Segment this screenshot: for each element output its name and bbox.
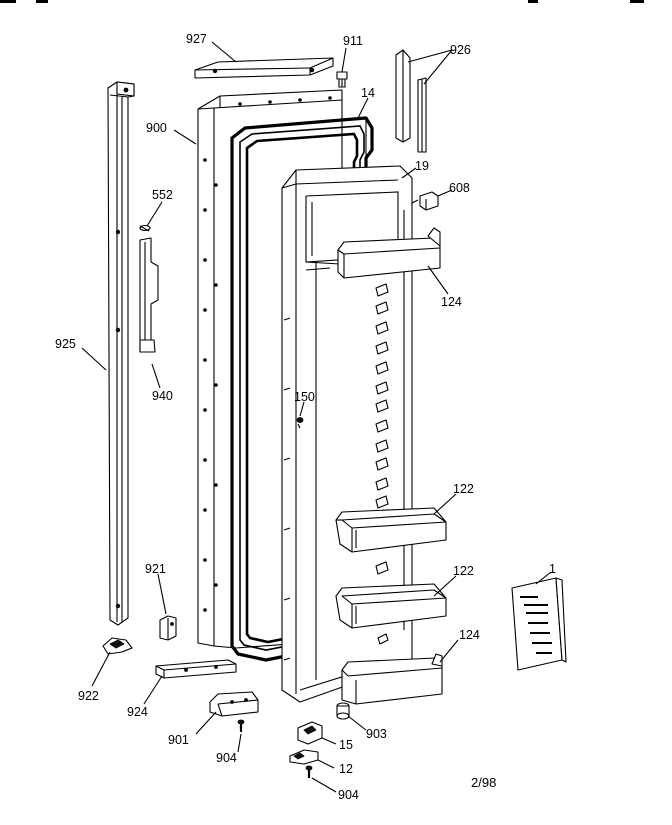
screw-part-552 bbox=[139, 224, 151, 232]
callout-921: 921 bbox=[145, 562, 166, 576]
hinge-part-15 bbox=[297, 721, 323, 745]
hinge-cover-part-901 bbox=[209, 691, 259, 717]
screw-part-904-lower bbox=[305, 765, 313, 778]
callout-904-upper: 904 bbox=[216, 751, 237, 765]
door-strip-part bbox=[395, 49, 427, 153]
hinge-bracket-part-921 bbox=[159, 615, 177, 641]
handle-rail-part bbox=[107, 81, 135, 626]
callout-927: 927 bbox=[186, 32, 207, 46]
switch-part-608 bbox=[411, 191, 439, 211]
handle-bracket-part bbox=[139, 237, 159, 353]
lower-door-shelf-part bbox=[335, 583, 447, 629]
callout-608: 608 bbox=[449, 181, 470, 195]
scan-marks bbox=[0, 0, 644, 3]
callout-901: 901 bbox=[168, 733, 189, 747]
callout-labels: 927 911 926 900 14 19 608 552 124 925 94… bbox=[55, 32, 556, 802]
leader-lines bbox=[81, 41, 552, 793]
callout-903: 903 bbox=[366, 727, 387, 741]
shelf-clips bbox=[375, 283, 389, 645]
callout-150: 150 bbox=[294, 390, 315, 404]
callout-926: 926 bbox=[450, 43, 471, 57]
callout-122-lower: 122 bbox=[453, 564, 474, 578]
lower-door-bin-part bbox=[341, 653, 443, 705]
callout-12: 12 bbox=[339, 762, 353, 776]
screw-part-911 bbox=[336, 71, 348, 88]
callout-15: 15 bbox=[339, 738, 353, 752]
callout-904-lower: 904 bbox=[338, 788, 359, 802]
instruction-booklet-part bbox=[511, 577, 567, 671]
callout-124-upper: 124 bbox=[441, 295, 462, 309]
date-code: 2/98 bbox=[471, 775, 496, 790]
door-liner-part bbox=[281, 165, 413, 703]
upper-door-shelf-part bbox=[335, 507, 447, 553]
end-cap-part-922 bbox=[102, 637, 133, 655]
callout-911: 911 bbox=[343, 34, 363, 48]
callout-924: 924 bbox=[127, 705, 148, 719]
screw-part-904-upper bbox=[237, 719, 245, 732]
liner-notches bbox=[283, 317, 291, 661]
callout-925: 925 bbox=[55, 337, 76, 351]
callout-940: 940 bbox=[152, 389, 173, 403]
callout-124-lower: 124 bbox=[459, 628, 480, 642]
callout-900: 900 bbox=[146, 121, 167, 135]
callout-19: 19 bbox=[415, 159, 429, 173]
callout-122-upper: 122 bbox=[453, 482, 474, 496]
callout-922: 922 bbox=[78, 689, 99, 703]
bushing-part-903 bbox=[336, 702, 350, 720]
upper-door-bin-part bbox=[337, 227, 441, 279]
bottom-bar-part-924 bbox=[155, 659, 237, 679]
hinge-plate-part-12 bbox=[289, 749, 319, 765]
callout-552: 552 bbox=[152, 188, 173, 202]
booklet-text-marks bbox=[520, 596, 552, 654]
door-gasket-part bbox=[230, 116, 374, 662]
callout-1: 1 bbox=[549, 562, 556, 576]
screw-part-150 bbox=[296, 417, 304, 429]
callout-14: 14 bbox=[361, 86, 375, 100]
door-panel-holes bbox=[203, 96, 332, 612]
top-cap-part bbox=[194, 57, 334, 79]
